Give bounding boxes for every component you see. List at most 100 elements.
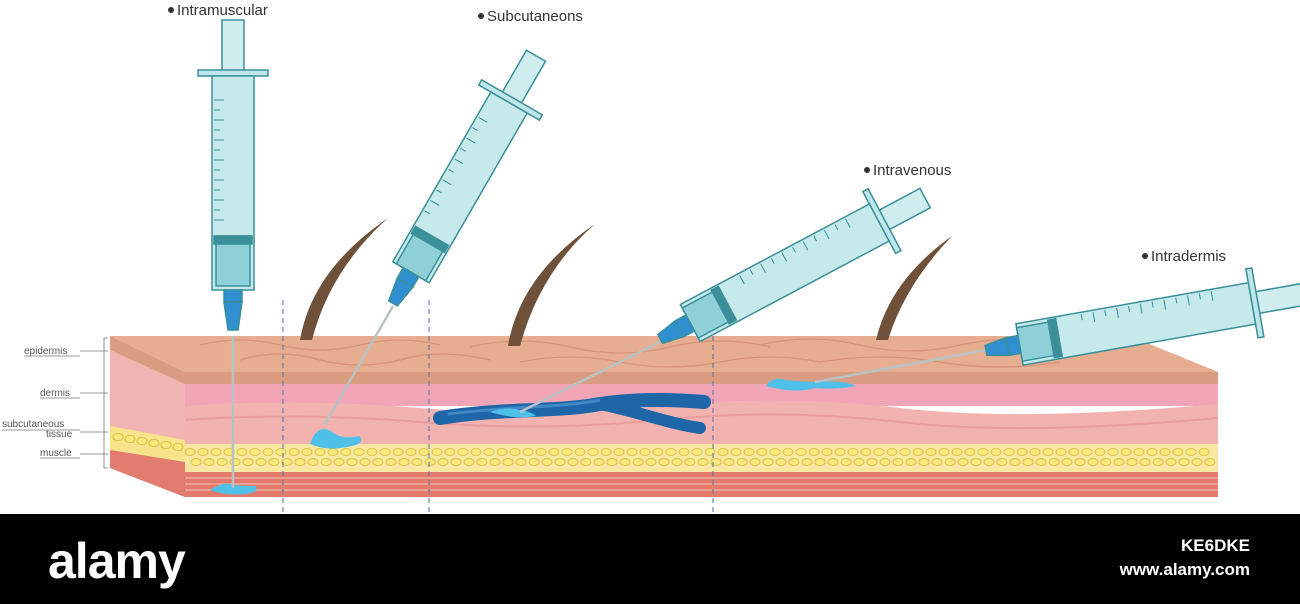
watermark-footer: alamy KE6DKE www.alamy.com — [0, 514, 1300, 604]
side-muscle — [110, 450, 185, 497]
layer-labels: epidermis dermis subcutaneous tissue mus… — [2, 337, 108, 469]
fat-cell — [840, 458, 852, 466]
fat-cell — [1120, 448, 1132, 456]
label-dermis: dermis — [40, 388, 70, 399]
fat-cell — [814, 458, 826, 466]
fat-cell — [632, 458, 644, 466]
fat-cell — [172, 443, 184, 451]
fat-cell — [801, 458, 813, 466]
fat-cell — [148, 439, 160, 447]
fat-cell — [691, 448, 703, 456]
fat-cell — [866, 458, 878, 466]
fat-cell — [1081, 448, 1093, 456]
fat-cell — [658, 458, 670, 466]
fat-cell — [1152, 458, 1164, 466]
fat-cell — [1003, 448, 1015, 456]
bullet-intramuscular — [168, 7, 174, 13]
hair-3 — [876, 236, 952, 340]
fat-cell — [216, 458, 228, 466]
fat-cell — [359, 458, 371, 466]
fat-cell — [983, 458, 995, 466]
hair-1 — [300, 218, 388, 340]
label-epidermis: epidermis — [24, 346, 67, 357]
fat-cell — [112, 433, 124, 441]
fat-cell — [1016, 448, 1028, 456]
fat-cell — [886, 448, 898, 456]
image-id: KE6DKE — [1181, 536, 1250, 555]
fat-cell — [314, 448, 326, 456]
fat-cell — [990, 448, 1002, 456]
label-intradermis: Intradermis — [1151, 248, 1226, 265]
fat-cell — [366, 448, 378, 456]
fluid-deposits — [210, 378, 856, 495]
fat-cell — [873, 448, 885, 456]
fluid-intradermal — [766, 378, 856, 391]
fat-cell — [951, 448, 963, 456]
syringe-intravenous — [656, 187, 932, 345]
fat-cell — [1139, 458, 1151, 466]
fat-cell — [124, 435, 136, 443]
fat-cell — [970, 458, 982, 466]
fat-cell — [561, 448, 573, 456]
fat-cell — [1074, 458, 1086, 466]
fat-cell — [444, 448, 456, 456]
fat-cell — [769, 448, 781, 456]
fat-cell — [554, 458, 566, 466]
fat-cell — [1048, 458, 1060, 466]
fat-cell — [645, 458, 657, 466]
label-intravenous: Intravenous — [873, 162, 951, 179]
fat-cell — [1055, 448, 1067, 456]
fat-cell — [385, 458, 397, 466]
fat-cell — [1061, 458, 1073, 466]
fat-cell — [1009, 458, 1021, 466]
fat-cell — [203, 458, 215, 466]
fat-cell — [964, 448, 976, 456]
needle-intradermal — [814, 348, 987, 384]
fat-cell — [827, 458, 839, 466]
fat-cell — [749, 458, 761, 466]
fat-cell — [515, 458, 527, 466]
hairs — [300, 218, 952, 346]
layer-bracket — [103, 337, 108, 469]
fat-cell — [353, 448, 365, 456]
fat-cell — [327, 448, 339, 456]
fat-cell — [697, 458, 709, 466]
needles — [231, 305, 987, 488]
fat-cell — [1159, 448, 1171, 456]
injection-labels: Intramuscular Subcutaneons Intravenous I… — [168, 2, 1226, 265]
fat-cell — [944, 458, 956, 466]
fat-cell — [1087, 458, 1099, 466]
fat-cell — [405, 448, 417, 456]
bullet-intravenous — [864, 167, 870, 173]
fat-cell — [619, 458, 631, 466]
fat-cell — [996, 458, 1008, 466]
fat-cell — [671, 458, 683, 466]
fat-cell — [340, 448, 352, 456]
fat-cell — [528, 458, 540, 466]
fat-cell — [580, 458, 592, 466]
fat-cell — [1126, 458, 1138, 466]
fluid-subcutaneous — [310, 428, 361, 449]
fat-cell — [275, 448, 287, 456]
fat-cell — [1191, 458, 1203, 466]
fat-cell — [242, 458, 254, 466]
fat-cell — [606, 458, 618, 466]
fat-cell — [411, 458, 423, 466]
fat-cell — [418, 448, 430, 456]
fat-cell — [476, 458, 488, 466]
fat-cell — [288, 448, 300, 456]
fat-cell — [236, 448, 248, 456]
fat-cell — [925, 448, 937, 456]
fat-cell — [1042, 448, 1054, 456]
fat-cell — [626, 448, 638, 456]
fluid-intramuscular — [210, 483, 257, 495]
fat-cells — [184, 448, 1216, 466]
fat-cell — [756, 448, 768, 456]
fat-cell — [281, 458, 293, 466]
fat-cell — [470, 448, 482, 456]
syringe-intramuscular — [197, 19, 269, 331]
fat-cell — [184, 448, 196, 456]
fat-cell — [160, 441, 172, 449]
fat-cell — [190, 458, 202, 466]
fat-cell — [684, 458, 696, 466]
